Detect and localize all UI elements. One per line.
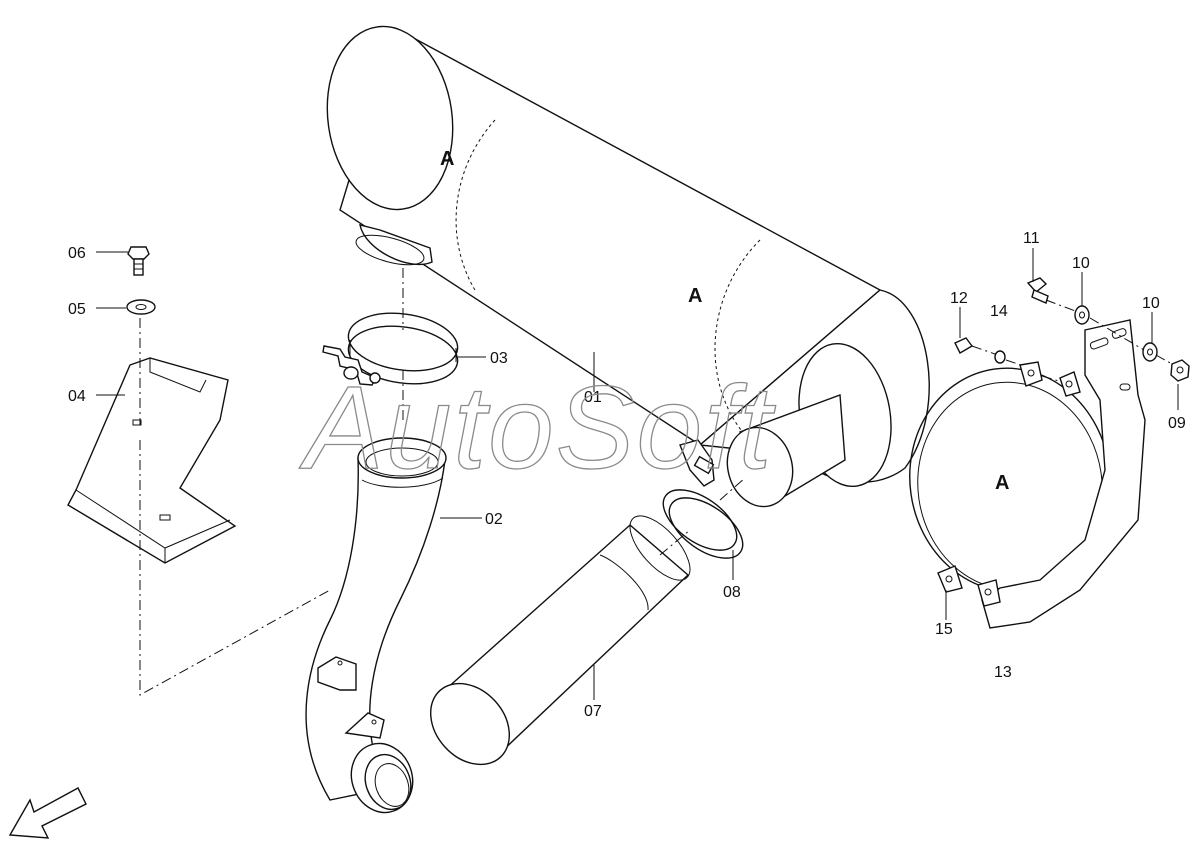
direction-arrow-icon [8,787,87,839]
section-markers: A A A [440,148,1009,494]
callout-14: 14 [990,303,1008,320]
nut [1170,359,1190,382]
tail-pipe [429,515,691,766]
washer [126,299,156,315]
watermark: AutoSoft [299,362,776,494]
marker-a-muffler-right: A [688,285,702,307]
callout-04: 04 [68,388,86,405]
bolt [127,246,150,276]
callout-07: 07 [584,703,602,720]
leader-lines [96,248,1179,700]
hose-clamp [662,439,744,559]
v-band-clamp [322,312,459,386]
muffler [326,25,930,508]
callout-10b: 10 [1142,295,1160,312]
callout-13: 13 [994,664,1012,681]
exhaust-pipe-bend [305,437,447,814]
callout-12: 12 [950,290,968,307]
washer-10b [1142,342,1158,362]
heat-shield-bracket [67,357,237,564]
callout-11: 11 [1023,230,1040,247]
callout-06: 06 [68,245,86,262]
marker-a-muffler-left: A [440,148,454,170]
callout-05: 05 [68,301,86,318]
callout-02: 02 [485,511,503,528]
screw [954,337,974,354]
marker-a-strap: A [995,472,1009,494]
callout-08: 08 [723,584,741,601]
callout-03: 03 [490,350,508,367]
strap-bracket [909,319,1146,629]
callout-10a: 10 [1072,255,1090,272]
callout-labels: 06 05 04 03 02 01 07 08 09 10 10 11 12 1… [68,230,1186,720]
washer-10a [1074,305,1090,325]
small-nut [994,350,1006,364]
strap-bolt [1026,277,1049,304]
callout-15: 15 [935,621,953,638]
callout-01: 01 [584,389,602,406]
callout-09: 09 [1168,415,1186,432]
